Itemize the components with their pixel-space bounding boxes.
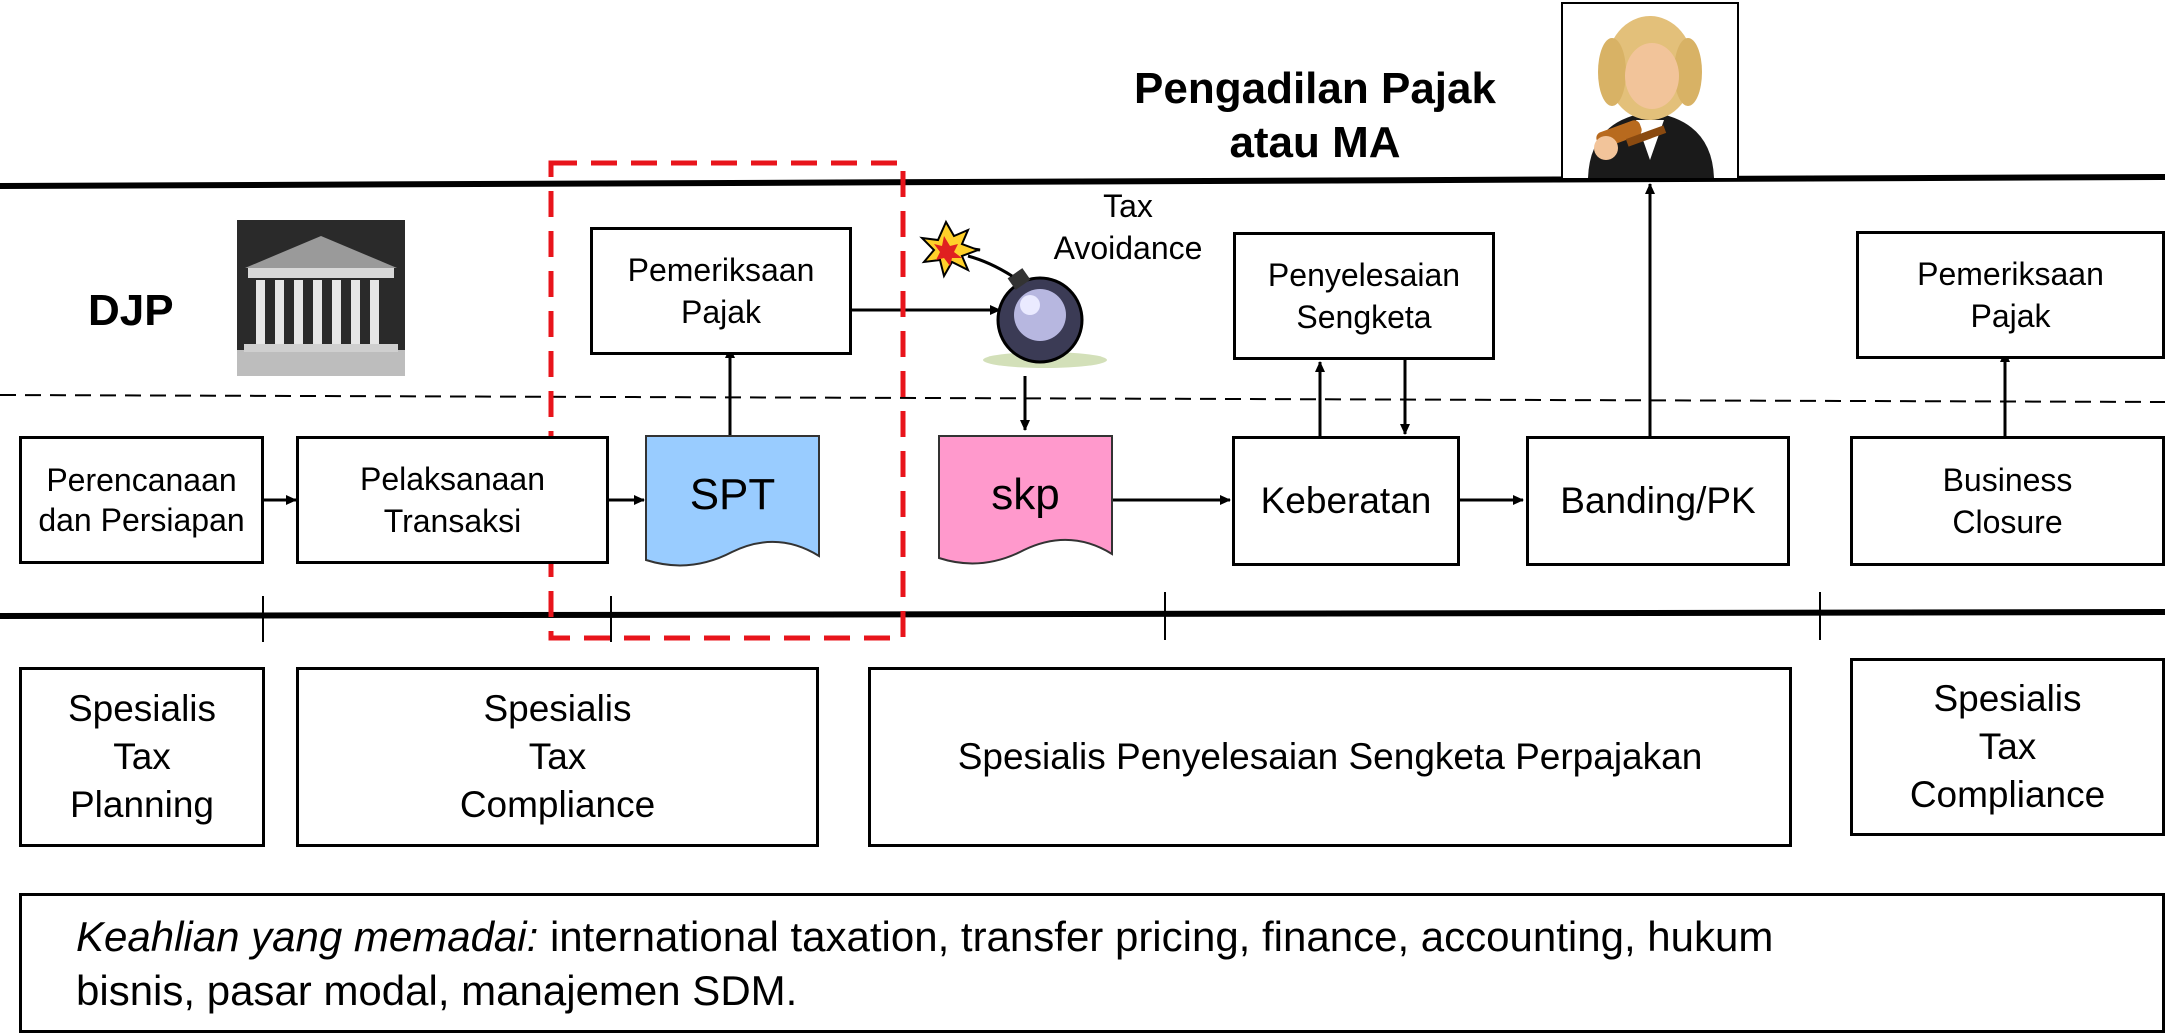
spt-document [645, 435, 820, 567]
courthouse-icon [237, 220, 405, 376]
banding-box: Banding/PK [1526, 436, 1790, 566]
keberatan-box: Keberatan [1232, 436, 1460, 566]
bomb-icon [919, 219, 1107, 368]
expertise-label: Keahlian yang memadai: [76, 913, 539, 960]
top-thick-line [0, 174, 2165, 189]
pemeriksaan-pajak-box-2: Pemeriksaan Pajak [1856, 231, 2165, 359]
judge-icon [1561, 2, 1739, 180]
spesialis-compliance-box: Spesialis Tax Compliance [296, 667, 819, 847]
spesialis-compliance-box-2: Spesialis Tax Compliance [1850, 658, 2165, 836]
skp-document [938, 435, 1113, 565]
spesialis-sengketa-box: Spesialis Penyelesaian Sengketa Perpajak… [868, 667, 1792, 847]
penyelesaian-sengketa-box: Penyelesaian Sengketa [1233, 232, 1495, 360]
court-title: Pengadilan Pajak atau MA [1134, 64, 1496, 167]
pemeriksaan-pajak-box: Pemeriksaan Pajak [590, 227, 852, 355]
skp-label: skp [991, 470, 1060, 519]
business-closure-box: Business Closure [1850, 436, 2165, 566]
pelaksanaan-box: Pelaksanaan Transaksi [296, 436, 609, 564]
tax-avoidance-label: Tax Avoidance [1053, 188, 1203, 266]
expertise-box: Keahlian yang memadai: international tax… [19, 893, 2165, 1033]
spesialis-planning-box: Spesialis Tax Planning [19, 667, 265, 847]
highlight-frame [548, 160, 906, 641]
bottom-thick-line [0, 609, 2165, 619]
dashed-divider [0, 394, 2165, 403]
perencanaan-box: Perencanaan dan Persiapan [19, 436, 264, 564]
expertise-text: international taxation, transfer pricing… [76, 913, 1774, 1014]
djp-label: DJP [88, 286, 174, 335]
spt-label: SPT [689, 470, 776, 519]
